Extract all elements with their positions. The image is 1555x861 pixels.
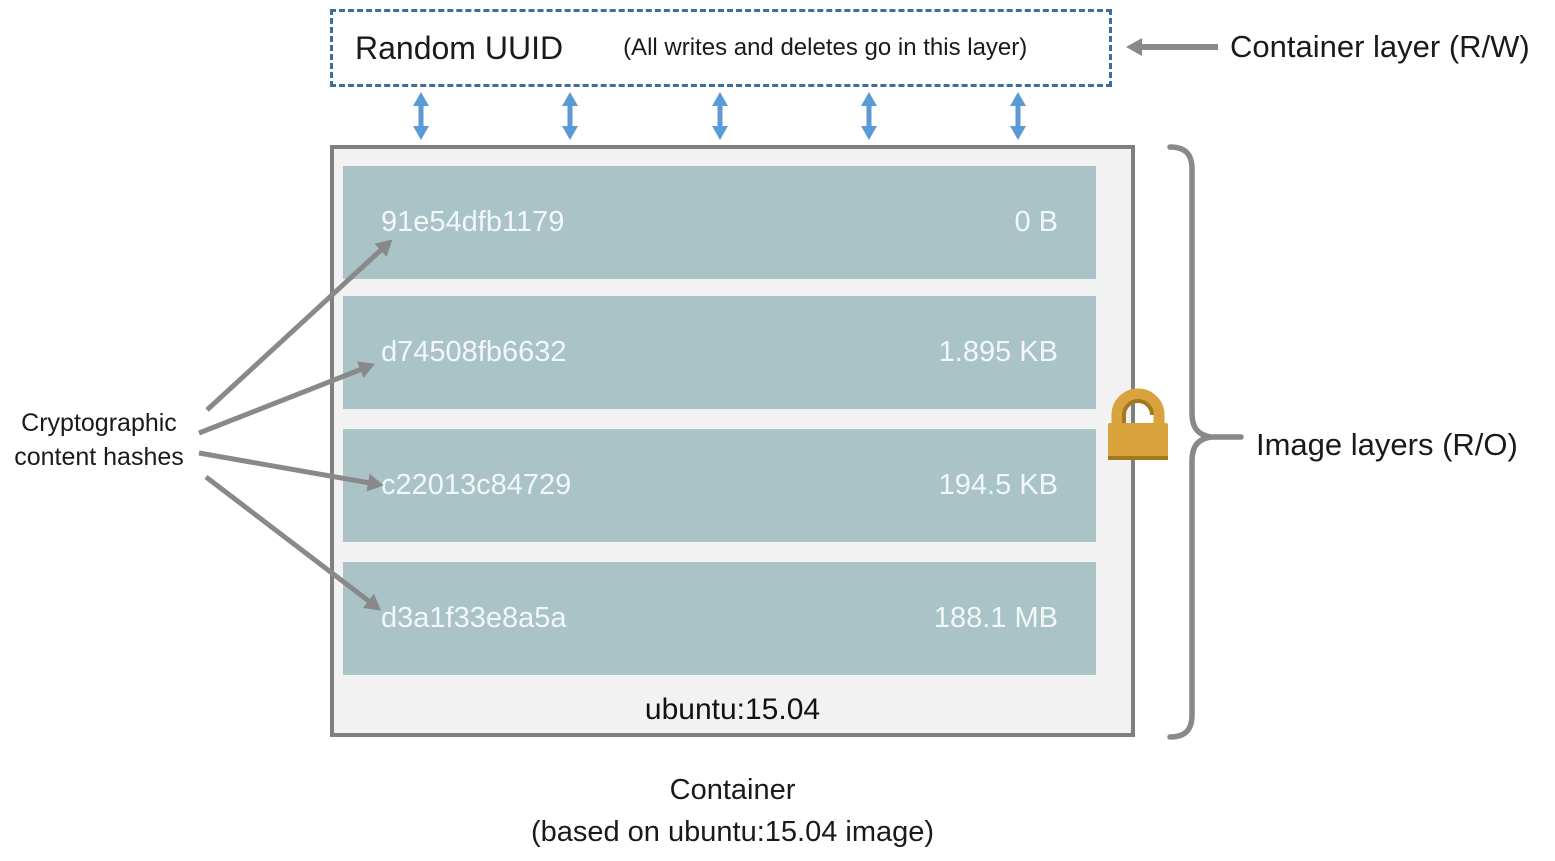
diagram-caption: Container (based on ubuntu:15.04 image) <box>330 769 1135 853</box>
image-layer-row: c22013c84729 194.5 KB <box>343 429 1096 542</box>
image-layers-label: Image layers (R/O) <box>1256 427 1518 462</box>
layer-size: 194.5 KB <box>938 469 1058 501</box>
layer-hash: c22013c84729 <box>381 469 572 501</box>
image-layers-box: 91e54dfb1179 0 B d74508fb6632 1.895 KB c… <box>330 145 1135 737</box>
image-layers-brace <box>1167 144 1244 740</box>
image-layer-row: d3a1f33e8a5a 188.1 MB <box>343 562 1096 675</box>
image-tag-label: ubuntu:15.04 <box>644 693 821 726</box>
layer-hash: d74508fb6632 <box>381 336 567 368</box>
crypto-hashes-label: Cryptographic content hashes <box>6 406 192 474</box>
caption-title: Container <box>669 774 796 806</box>
crypto-hashes-line2: content hashes <box>14 443 184 471</box>
layer-hash: 91e54dfb1179 <box>381 206 565 238</box>
container-layer-title: Random UUID <box>355 29 564 66</box>
crypto-hashes-line1: Cryptographic <box>21 409 177 437</box>
brace-icon <box>1167 144 1212 740</box>
layer-size: 1.895 KB <box>938 336 1058 368</box>
container-layer-box: Random UUID (All writes and deletes go i… <box>330 9 1112 87</box>
image-layer-row: 91e54dfb1179 0 B <box>343 166 1096 279</box>
container-layer-note: (All writes and deletes go in this layer… <box>623 34 1028 61</box>
image-layer-row: d74508fb6632 1.895 KB <box>343 296 1096 409</box>
write-arrows <box>413 92 1026 140</box>
container-layer-label: Container layer (R/W) <box>1230 29 1530 64</box>
layer-size: 188.1 MB <box>933 602 1058 634</box>
caption-subtitle: (based on ubuntu:15.04 image) <box>530 816 935 848</box>
layer-size: 0 B <box>1014 206 1058 238</box>
layer-hash: d3a1f33e8a5a <box>381 602 567 634</box>
